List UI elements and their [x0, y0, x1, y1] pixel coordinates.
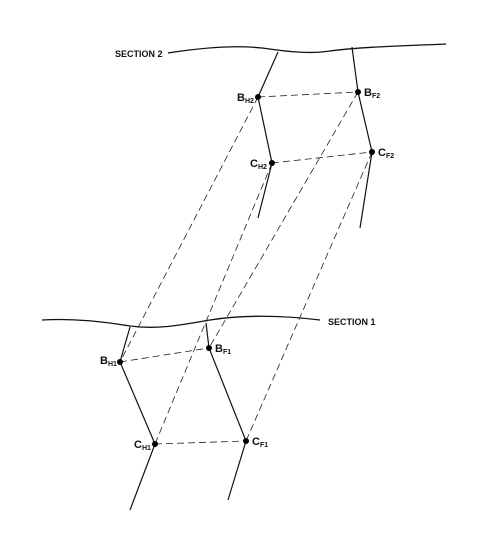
connector-bh1-bf1 [119, 347, 210, 363]
label-b-h1-letter: B [100, 355, 108, 367]
projection-ch2-ch1 [154, 162, 273, 445]
point-b-f2 [355, 89, 361, 95]
label-b-h2-subscript: H2 [245, 98, 254, 105]
projection-bh2-bh1 [119, 96, 259, 363]
label-c-f2: CF2 [378, 147, 394, 160]
section-2-label: SECTION 2 [115, 49, 163, 59]
label-c-h2-subscript: H2 [258, 164, 267, 171]
section-2-footwall-fault-trace [351, 46, 373, 229]
section-1-label: SECTION 1 [328, 317, 376, 327]
connector-ch1-cf1 [154, 440, 247, 445]
point-c-h1 [152, 441, 158, 447]
label-b-h2: BH2 [237, 92, 254, 105]
section-1-footwall-fault-trace [205, 322, 247, 501]
label-b-h1-subscript: H1 [108, 361, 117, 368]
projection-cf2-cf1 [245, 151, 373, 442]
label-c-h1: CH1 [134, 439, 151, 452]
label-b-f2-subscript: F2 [372, 93, 380, 100]
label-b-f1: BF1 [215, 343, 231, 356]
point-b-h2 [255, 94, 261, 100]
label-c-f1: CF1 [252, 436, 268, 449]
label-c-h1-subscript: H1 [142, 445, 151, 452]
point-b-h1 [117, 359, 123, 365]
label-b-h1: BH1 [100, 355, 117, 368]
projection-bf2-bf1 [208, 91, 359, 349]
section-2-ground-line [167, 43, 447, 54]
label-b-h2-letter: B [237, 92, 245, 104]
label-c-h2-letter: C [250, 158, 258, 170]
point-c-f1 [243, 438, 249, 444]
label-c-f1-subscript: F1 [260, 442, 268, 449]
label-c-f2-letter: C [378, 147, 386, 159]
label-b-f1-subscript: F1 [223, 349, 231, 356]
label-c-f2-subscript: F2 [386, 153, 394, 160]
label-c-f1-letter: C [252, 436, 260, 448]
label-b-f1-letter: B [215, 343, 223, 355]
section-2-hanging-wall-fault-trace [257, 51, 279, 219]
point-c-f2 [369, 149, 375, 155]
section-1-hanging-wall-fault-trace [119, 326, 156, 511]
point-b-f1 [206, 345, 212, 351]
label-c-h2: CH2 [250, 158, 267, 171]
connector-ch2-cf2 [271, 151, 373, 164]
label-b-f2-letter: B [364, 87, 372, 99]
label-b-f2: BF2 [364, 87, 380, 100]
label-c-h1-letter: C [134, 439, 142, 451]
section-1-ground-line [41, 315, 321, 328]
point-c-h2 [269, 160, 275, 166]
connector-bh2-bf2 [257, 91, 359, 98]
